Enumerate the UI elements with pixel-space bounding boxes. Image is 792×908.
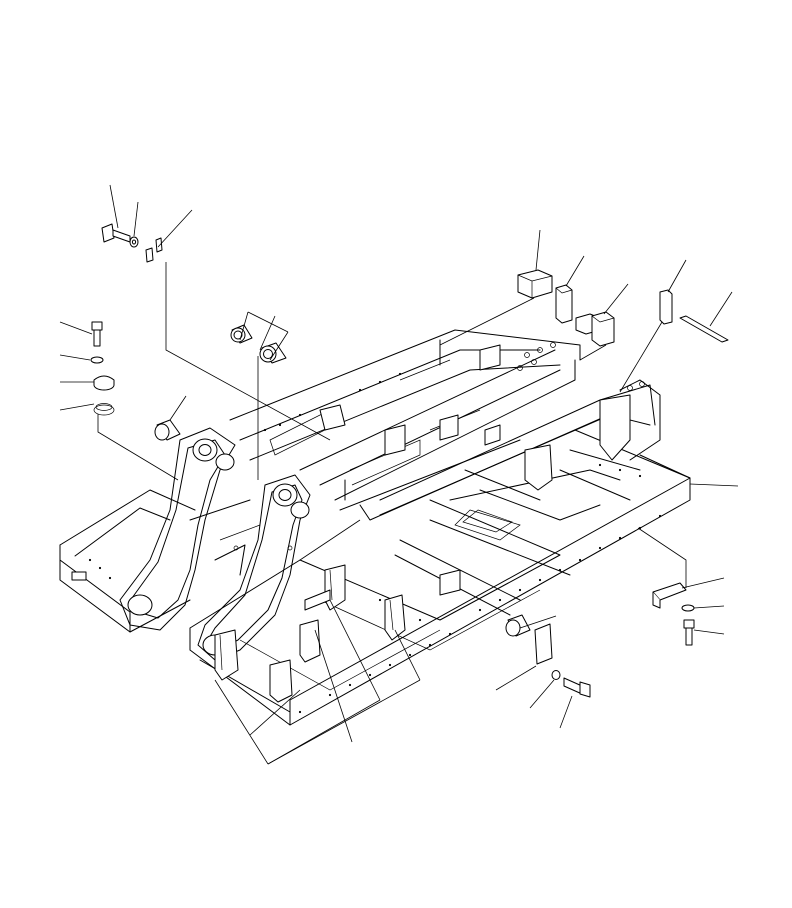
bushings: [154, 324, 531, 637]
bolt-stack-left: [90, 321, 115, 416]
bracket-parts-right: [652, 582, 695, 646]
frame-holes: [88, 372, 662, 714]
bolt-bottom-right: [534, 623, 591, 698]
bolt-top-left: [101, 223, 163, 263]
boom-support-plates: [119, 427, 311, 661]
front-plate: [71, 571, 87, 581]
main-frame: [59, 329, 691, 726]
leader-lines: [59, 184, 739, 765]
floor-brackets: [214, 564, 461, 703]
shims-top-right: [517, 269, 729, 347]
